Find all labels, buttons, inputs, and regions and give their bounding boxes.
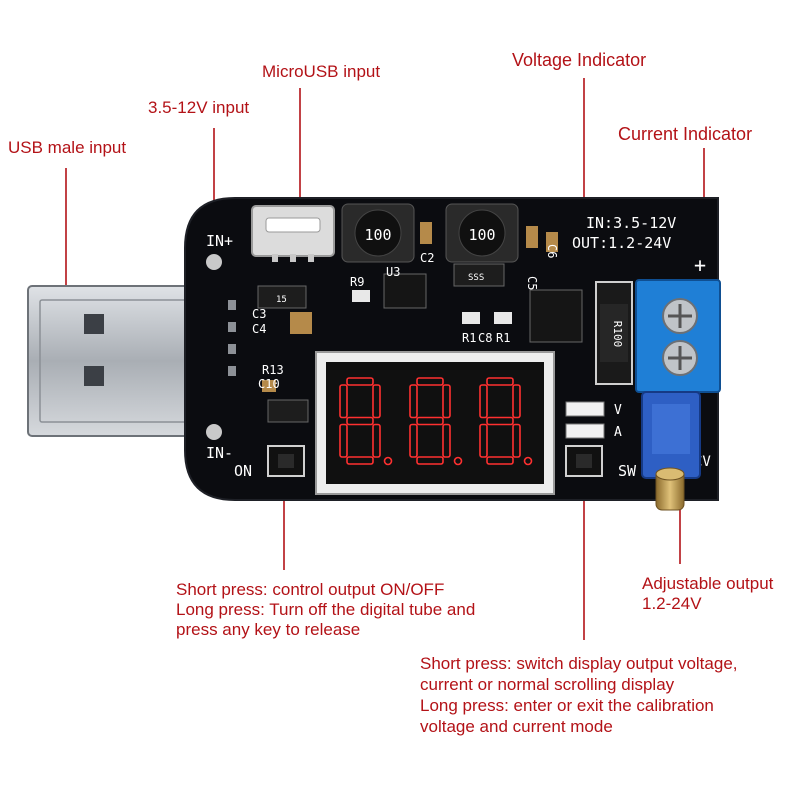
label-input-voltage-range: 3.5-12V input xyxy=(148,98,250,117)
digit-3-seg-g xyxy=(486,416,514,426)
digit-2-seg-b xyxy=(442,384,451,419)
ref-c5: C5 xyxy=(525,276,539,290)
resistor-r100-label: R100 xyxy=(611,321,624,348)
digit-2-seg-e xyxy=(409,423,418,458)
sw-button[interactable] xyxy=(565,445,603,477)
ref-c4: C4 xyxy=(252,322,266,336)
ref-c6: C6 xyxy=(545,244,559,258)
label-on-button-short: Short press: control output ON/OFF xyxy=(176,580,445,599)
inductor-1-code: 100 xyxy=(364,226,391,244)
label-sw-short-1: Short press: switch display output volta… xyxy=(420,654,738,673)
label-sw-long-1: Long press: enter or exit the calibratio… xyxy=(420,696,714,715)
digit-1-seg-b xyxy=(372,384,381,419)
usb-hole-bottom xyxy=(84,366,104,386)
spec-output-range: OUT:1.2-24V xyxy=(572,234,671,252)
digit-3-seg-dp xyxy=(523,456,533,466)
label-sw-short-2: current or normal scrolling display xyxy=(420,675,675,694)
label-adjustable-output: Adjustable output xyxy=(642,574,774,593)
inductor-2-code: 100 xyxy=(468,226,495,244)
label-current-indicator: Current Indicator xyxy=(618,124,753,144)
microusb-connector xyxy=(251,205,335,262)
label-sw-long-2: voltage and current mode xyxy=(420,717,613,736)
chip-sss-mark: SSS xyxy=(468,273,484,283)
silk-in-plus: IN+ xyxy=(206,232,233,250)
digit-2-seg-d xyxy=(416,456,444,465)
voltage-indicator-led xyxy=(565,401,605,417)
ref-r14: R1 xyxy=(496,331,510,345)
digit-1-seg-d xyxy=(346,456,374,465)
label-voltage-indicator: Voltage Indicator xyxy=(512,50,647,70)
digit-1-seg-g xyxy=(346,416,374,426)
inductor-1 xyxy=(341,203,415,263)
digit-1-seg-a xyxy=(346,377,374,386)
digit-3-seg-c xyxy=(512,423,521,458)
digit-1-seg-f xyxy=(339,384,348,419)
seven-segment-display xyxy=(315,351,555,495)
digit-3-seg-e xyxy=(479,423,488,458)
screw-terminal xyxy=(635,279,721,393)
label-on-button-release: press any key to release xyxy=(176,620,361,639)
digit-3-seg-f xyxy=(479,384,488,419)
digit-1-seg-dp xyxy=(383,456,393,466)
digit-2-seg-g xyxy=(416,416,444,426)
digit-3-seg-a xyxy=(486,377,514,386)
resistor-r100 xyxy=(595,281,633,385)
ref-c8: C8 xyxy=(478,331,492,345)
silk-a: A xyxy=(614,425,622,440)
usb-hole-top xyxy=(84,314,104,334)
digit-1-seg-c xyxy=(372,423,381,458)
current-indicator-led xyxy=(565,423,605,439)
potentiometer[interactable] xyxy=(641,391,701,511)
label-on-button-long: Long press: Turn off the digital tube an… xyxy=(176,600,476,619)
chip-15-mark: 15 xyxy=(276,295,287,305)
ref-r9: R9 xyxy=(350,275,364,289)
ref-r1: R1 xyxy=(462,331,476,345)
label-microusb-input: MicroUSB input xyxy=(262,62,381,81)
ref-c3: C3 xyxy=(252,307,266,321)
on-button[interactable] xyxy=(267,445,305,477)
ref-u3: U3 xyxy=(386,265,400,279)
silk-sw: SW xyxy=(618,462,637,480)
digit-2-seg-c xyxy=(442,423,451,458)
ref-c2: C2 xyxy=(420,251,434,265)
ref-c10: C10 xyxy=(258,377,280,391)
silk-on: ON xyxy=(234,462,252,480)
display-digits xyxy=(339,377,533,466)
label-adjustable-range: 1.2-24V xyxy=(642,594,702,613)
digit-2-seg-f xyxy=(409,384,418,419)
silk-plus: + xyxy=(694,253,706,277)
inductor-2 xyxy=(445,203,519,263)
smd-components xyxy=(257,222,583,423)
spec-input-range: IN:3.5-12V xyxy=(586,214,676,232)
silk-v: V xyxy=(614,403,622,418)
digit-2-seg-a xyxy=(416,377,444,386)
silk-in-minus: IN- xyxy=(206,444,233,462)
label-usb-male-input: USB male input xyxy=(8,138,127,157)
digit-2-seg-dp xyxy=(453,456,463,466)
digit-3-seg-d xyxy=(486,456,514,465)
digit-1-seg-e xyxy=(339,423,348,458)
digit-3-seg-b xyxy=(512,384,521,419)
ref-r13: R13 xyxy=(262,363,284,377)
